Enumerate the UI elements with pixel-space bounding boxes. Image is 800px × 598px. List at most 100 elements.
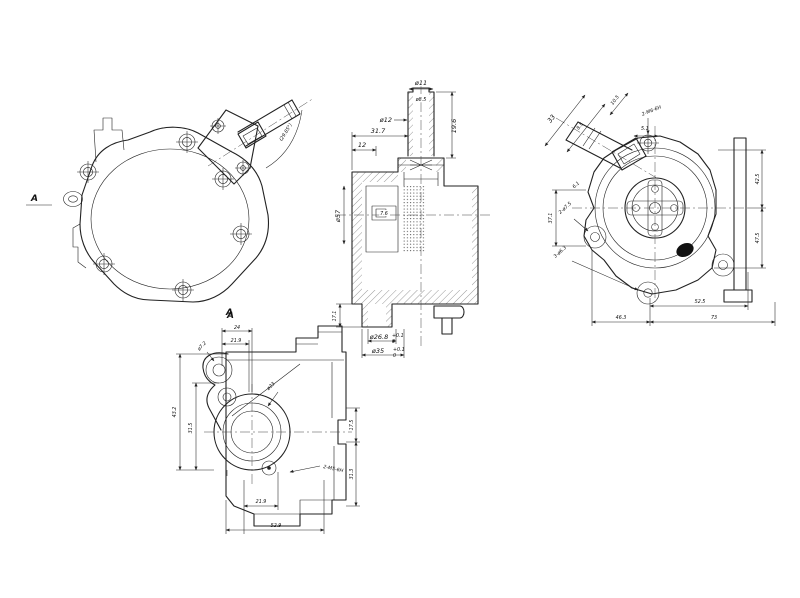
dim-label-left-height-2: 31.5 — [188, 423, 194, 434]
front-left-steps — [72, 223, 87, 269]
ext-lines-bore-small — [361, 329, 405, 358]
dim-label-bottom-width: 21.9 — [256, 499, 267, 505]
ext-lines-left-height — [552, 189, 586, 247]
bottom-valve-fitting — [433, 305, 465, 335]
rear-centerlines — [572, 126, 748, 302]
dim-label-pipe-dia: 8.5 — [575, 122, 584, 132]
dim-label-lug-hole: ø7.2 — [196, 340, 208, 353]
ear-boss-right — [711, 253, 735, 277]
section-letter-a-bottom: A — [225, 308, 233, 318]
hatch-top-band — [362, 172, 398, 182]
dim-label-bottom-mid: 52.5 — [695, 299, 706, 305]
bottom-right-steps — [254, 499, 332, 515]
ear-hole-left — [590, 232, 600, 242]
dim-label-pipe-len: 33 — [546, 113, 557, 124]
pipe-centerline — [207, 97, 315, 167]
ear-hole-bottom — [643, 288, 653, 298]
filter-stipple-block — [402, 186, 426, 252]
rear-pipe-fitting-inner — [617, 143, 641, 165]
thread-hole-center — [267, 466, 271, 470]
ext-lines-right-dims — [346, 407, 360, 507]
ear-hole-right — [718, 260, 728, 270]
dim-label-thread-callout: 2-M5-6H — [323, 464, 345, 474]
piston-pin — [375, 208, 387, 218]
hatch-pipe-wall-left — [408, 92, 413, 156]
dim-label-top-width: 24 — [234, 325, 240, 331]
ear-boss-left — [583, 225, 607, 249]
leader-thread-callout — [289, 465, 321, 473]
front-cover-dome — [90, 148, 250, 290]
dim-label-thread-callout: 2-M6-6H — [641, 104, 662, 117]
dim-label-bore-large: ø35 — [371, 347, 384, 355]
bore-centerlines — [204, 384, 352, 486]
hatch-pipe-wall-right — [429, 92, 434, 156]
ext-lines-right-dims — [714, 149, 766, 269]
angle-dim-arc — [265, 109, 303, 169]
dim-label-bore-large-tol-up: +0.1 — [393, 347, 405, 353]
bottom-inner-lines — [226, 331, 344, 500]
dim-label-top-width-2: 21.9 — [231, 338, 242, 344]
ext-lines-left-dims — [176, 353, 228, 476]
lug-boss-upper — [205, 356, 233, 384]
dim-label-top-width-2: 12 — [358, 141, 366, 149]
pipe-cap-bands — [283, 101, 297, 120]
section-view: ø11 ø8.5 ø12 19.6 31.7 12 ø57 7.6 17.1 ø… — [332, 78, 490, 359]
leader-hole-note-1 — [573, 218, 589, 232]
dim-label-top-width: 31.7 — [371, 127, 386, 135]
rear-pipe-bands — [582, 127, 602, 150]
pipe-body — [237, 99, 301, 147]
dim-line-pipe-len — [544, 94, 586, 147]
hatch-bottom-band — [362, 290, 472, 304]
flange-inner-lines — [398, 164, 444, 186]
filled-port-hole — [676, 242, 694, 258]
dim-label-bore-small-tol-up: +0.1 — [392, 333, 404, 339]
rear-bracket-tab — [723, 137, 753, 303]
dim-label-right-lower: 47.5 — [755, 233, 761, 244]
front-top-tab — [93, 117, 125, 163]
view-letter-a: A — [226, 311, 234, 321]
dim-label-small-offset: 6.1 — [571, 180, 581, 190]
ext-lines-bottom-dims — [591, 250, 776, 326]
dim-label-hole-note-2: 3-ø6.3 — [553, 245, 568, 260]
dim-label-right-height-2: 31.3 — [349, 469, 355, 480]
dim-label-bottom-right: 73 — [711, 315, 717, 321]
dim-label-bore: ø23 — [265, 381, 276, 392]
rear-view: 33 8.5 10.5 2-M6-6H 5.1 6.1 37.1 2-ø7.5 … — [544, 92, 776, 326]
bottom-view: A 24 21.9 ø7.2 ø23 43.2 31.5 17.5 31.3 2… — [172, 311, 360, 534]
pivot-boss — [63, 191, 83, 207]
dim-label-boss-offset: 10.5 — [610, 94, 621, 106]
dim-label-bore-large-tol-dn: 0 — [393, 353, 396, 359]
bolt-crosshairs — [77, 131, 252, 301]
dim-label-left-height: 37.1 — [548, 213, 554, 224]
hatch-right-cover — [472, 186, 478, 304]
dim-label-bore: ø57 — [334, 209, 342, 223]
section-letter-a-left: A — [30, 194, 38, 204]
dim-label-bottom-width-2: 52.9 — [271, 523, 282, 529]
dim-label-piston: 7.6 — [380, 211, 388, 217]
front-pipe-connector — [207, 97, 315, 167]
dim-label-pipe-len: 19.6 — [450, 119, 458, 133]
ext-lines-tip — [336, 303, 362, 328]
dim-line-pipe-dia — [566, 103, 606, 153]
front-view: (29.85°) A A — [26, 97, 315, 318]
top-bolt-crosshair — [637, 132, 659, 154]
ear-boss-bottom — [636, 281, 660, 305]
dim-label-left-height: 43.2 — [172, 407, 178, 418]
leader-lug-hole — [206, 351, 215, 362]
dim-label-hole-note-1: 2-ø7.5 — [558, 201, 573, 216]
dim-label-right-height: 17.5 — [349, 420, 355, 431]
dim-label-pipe-side: ø12 — [379, 116, 392, 124]
dim-label-pipe-od: ø11 — [414, 79, 427, 87]
hatch-tip-right — [386, 304, 392, 327]
hatch-tip-left — [362, 304, 368, 327]
hatch-left-wall — [352, 172, 362, 304]
leader-hole-note-2 — [571, 260, 639, 291]
dim-label-pipe-id: ø8.5 — [415, 97, 427, 103]
dim-line-boss-offset — [609, 92, 629, 116]
front-body-outline — [79, 126, 270, 303]
section-body-outline — [351, 157, 479, 328]
dim-label-tip-height: 17.1 — [332, 311, 338, 322]
dim-label-right-upper: 42.5 — [755, 174, 761, 185]
